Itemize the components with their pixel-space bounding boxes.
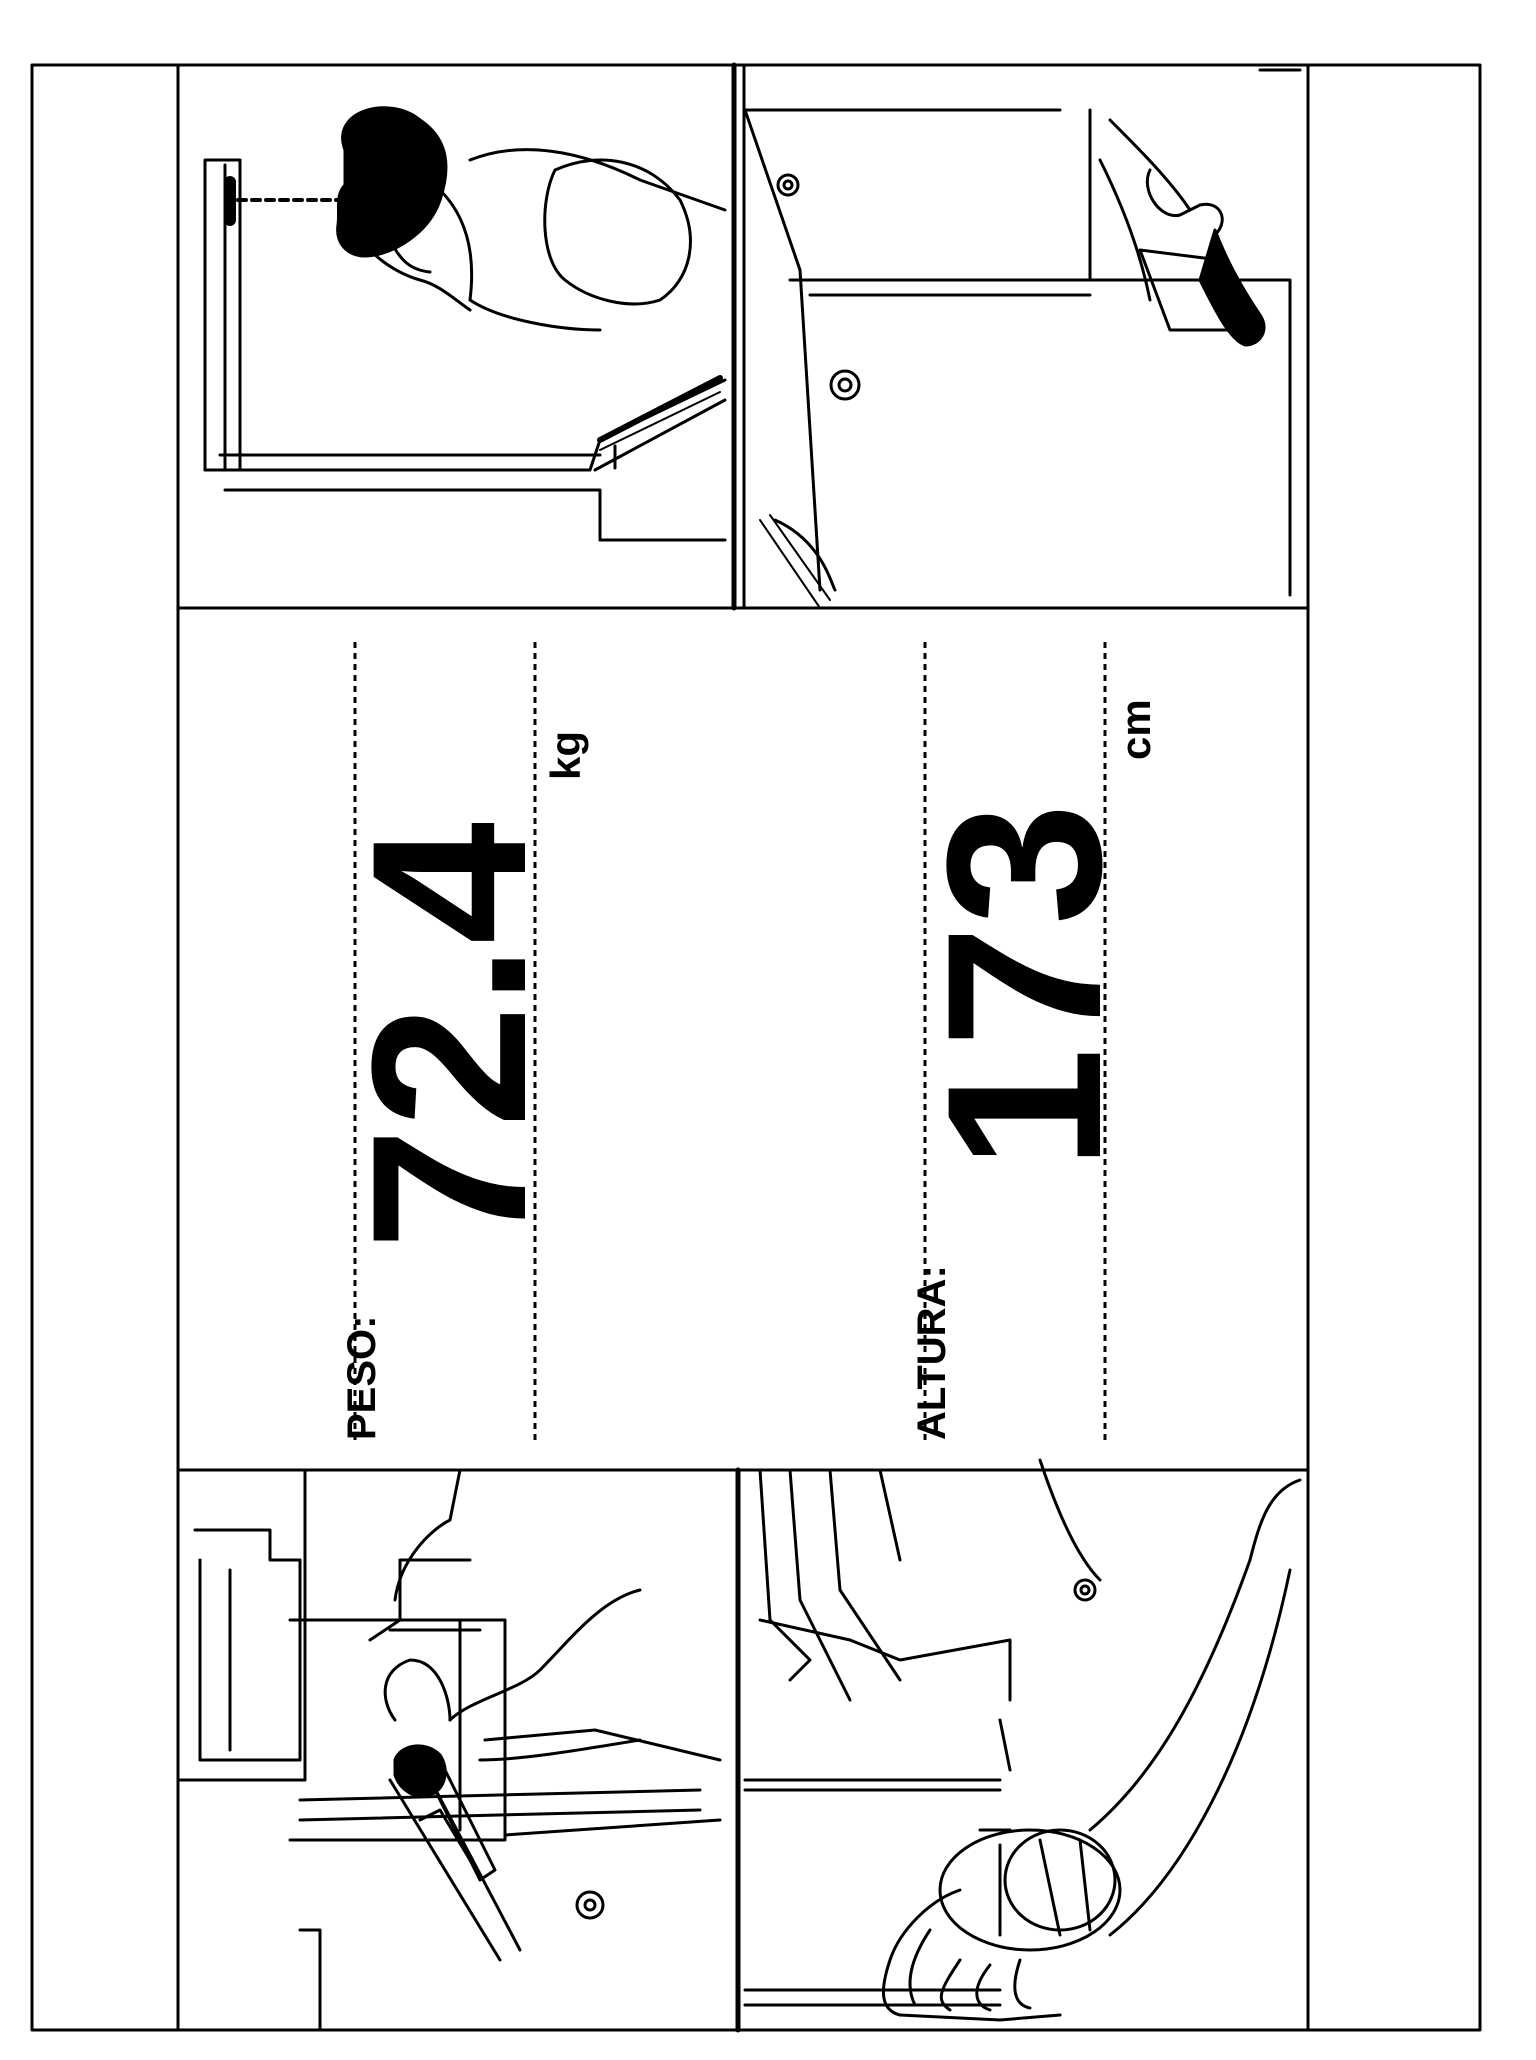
- weight-label: PESO:: [340, 1316, 384, 1440]
- person-height-sensor-illustration: [203, 106, 727, 542]
- height-value: 173: [901, 803, 1147, 1170]
- weight-unit: kg: [542, 731, 589, 780]
- weight-value: 72.4: [326, 822, 572, 1250]
- height-label: ALTURA:: [910, 1265, 954, 1440]
- hand-inserting-coin-illustration: [178, 1468, 722, 2032]
- outer-frame: [30, 63, 1482, 2032]
- hand-with-wrist-cuff-illustration: [743, 1458, 1302, 2022]
- hand-taking-ticket-illustration: [743, 68, 1302, 609]
- height-unit: cm: [1112, 699, 1159, 760]
- measurement-readout: PESO: 72.4 kg ALTURA: 173 cm: [326, 640, 1159, 1440]
